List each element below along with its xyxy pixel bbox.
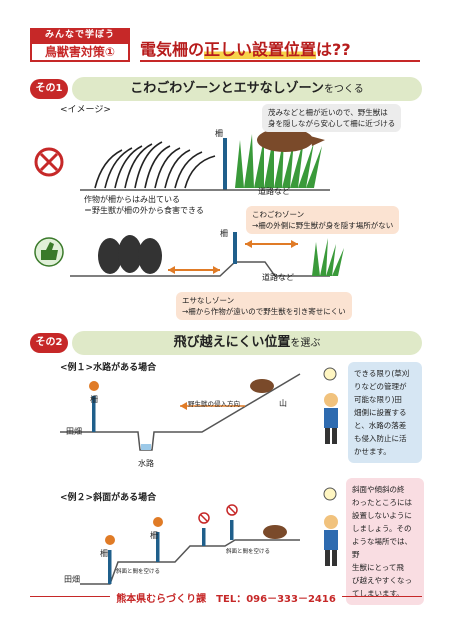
section2-title-main: 飛び越えにくい位置 xyxy=(173,335,291,350)
prohibited-icon xyxy=(34,147,64,177)
note-slope-line-8: てしまいます。 xyxy=(352,589,404,598)
ground-profile-1 xyxy=(60,373,301,451)
section1-badge: その1 xyxy=(30,79,68,99)
thumbs-up-icon xyxy=(34,237,64,267)
note-kowagowa-line-2: →柵の外側に野生獣が身を隠す場所がない xyxy=(252,221,394,230)
fence-post-ex2-c xyxy=(202,528,206,546)
grass-icon xyxy=(312,238,344,276)
note-waterway-line-4: 畑側に設置する xyxy=(354,408,407,417)
header-tag-big: 鳥獣害対策① xyxy=(30,42,130,62)
section1-title-small: をつくる xyxy=(323,84,364,95)
note-hiding-line-1: 茂みなどと柵が近いので、野生獣は xyxy=(268,108,388,117)
arrow-kowagowa xyxy=(245,240,298,248)
crop-rice-icon xyxy=(94,141,216,189)
title-pre: 電気柵の xyxy=(140,40,205,59)
thumbs-up-icon-ex2-b xyxy=(153,517,163,527)
section2-badge: その2 xyxy=(30,333,68,353)
lightbulb-icon-2 xyxy=(316,486,344,502)
note-waterway-line-2: りなどの管理が xyxy=(354,382,407,391)
section2-title: 飛び越えにくい位置を選ぶ xyxy=(72,331,422,355)
header-rule xyxy=(140,60,420,62)
title-post: は?? xyxy=(316,40,351,59)
note-waterway: できる限り(草刈 りなどの管理が 可能な限り)田 畑側に設置する と、水路の落差… xyxy=(348,362,422,463)
note-slope-line-1: 斜面や傾斜の終 xyxy=(352,485,405,494)
waterway-illustration xyxy=(60,373,301,451)
crop-tree-icon xyxy=(98,235,162,274)
section2-title-small: を選ぶ xyxy=(290,338,321,349)
fence-post-ex1 xyxy=(92,396,96,432)
lightbulb-icon-1 xyxy=(316,366,344,382)
note-slope-line-4: しましょう。その xyxy=(352,524,412,533)
fence-label-ex2-a: 柵 xyxy=(100,549,108,558)
boar-icon-ex1 xyxy=(250,379,274,393)
good-example-illustration xyxy=(34,232,344,277)
note-crops: 作物が柵からはみ出ている ＝野生獣が柵の外から食害できる xyxy=(84,194,204,216)
field-label-1: 田畑 xyxy=(66,427,82,436)
bad-example-illustration xyxy=(34,128,330,191)
farmer-icon-2 xyxy=(318,514,344,568)
fence-label-1: 柵 xyxy=(215,129,223,138)
note-crops-line-1: 作物が柵からはみ出ている xyxy=(84,195,180,204)
section1-title: こわごわゾーンとエサなしゾーンをつくる xyxy=(72,77,422,101)
fence-post-2 xyxy=(233,232,237,264)
arrow-esanashi xyxy=(168,266,220,274)
note-waterway-line-5: と、水路の落差 xyxy=(354,421,407,430)
example2-label: <例２>斜面がある場合 xyxy=(60,493,157,503)
footer-text: 熊本県むらづくり課 TEL：096－333－2416 xyxy=(110,594,342,605)
fence-label-ex2-b: 柵 xyxy=(150,531,158,540)
fence-post-1 xyxy=(223,138,227,190)
waterway-label: 水路 xyxy=(138,459,154,468)
note-slope: 斜面や傾斜の終 わったところには 設置しないように しましょう。その ような場所… xyxy=(346,478,424,605)
ground-line-2 xyxy=(70,261,330,277)
note-waterway-line-7: かせます。 xyxy=(354,447,391,456)
note-waterway-line-1: できる限り(草刈 xyxy=(354,369,410,378)
fence-post-ex2-a xyxy=(108,550,112,584)
boar-icon xyxy=(257,128,325,152)
invasion-arrow xyxy=(180,402,245,410)
note-slope-line-6: 生獣にとって飛 xyxy=(352,563,404,572)
fence-label-ex1: 柵 xyxy=(90,395,98,404)
page-title: 電気柵の正しい設置位置は?? xyxy=(140,36,351,60)
note-crops-line-2: ＝野生獣が柵の外から食害できる xyxy=(84,206,204,215)
field-label-2: 田畑 xyxy=(64,575,80,584)
prohibited-icon-ex2-c xyxy=(198,512,210,524)
gap-label-2: 斜面と間を空ける xyxy=(226,549,271,555)
section1-title-main: こわごわゾーンとエサなしゾーン xyxy=(130,81,324,96)
fence-post-ex2-d xyxy=(230,520,234,540)
note-waterway-line-6: も侵入防止に活 xyxy=(354,434,407,443)
note-esanashi: エサなしゾーン →柵から作物が遠いので野生獣を引き寄せにくい xyxy=(176,292,352,320)
farmer-icon-1 xyxy=(318,392,344,446)
note-esanashi-line-2: →柵から作物が遠いので野生獣を引き寄せにくい xyxy=(182,307,346,316)
note-slope-line-5: ような場所では、野 xyxy=(352,537,412,559)
note-slope-line-7: び越えやすくなっ xyxy=(352,576,412,585)
slope-illustration xyxy=(80,504,300,585)
gap-label-1: 斜面と間を空ける xyxy=(116,569,161,575)
waterway-water xyxy=(141,444,151,450)
thumbs-up-icon-ex2-a xyxy=(105,535,115,545)
note-slope-line-3: 設置しないように xyxy=(352,511,412,520)
bush-icon xyxy=(235,132,322,188)
note-esanashi-line-1: エサなしゾーン xyxy=(182,296,235,305)
road-label-1: 道路など xyxy=(258,187,290,196)
note-waterway-line-3: 可能な限り)田 xyxy=(354,395,402,404)
example1-label: <例１>水路がある場合 xyxy=(60,363,157,373)
title-highlight: 正しい設置位置 xyxy=(204,40,317,59)
thumbs-up-icon-ex1 xyxy=(89,381,99,391)
road-label-2: 道路など xyxy=(262,273,294,282)
note-slope-line-2: わったところには xyxy=(352,498,412,507)
note-hiding: 茂みなどと柵が近いので、野生獣は 身を隠しながら安心して柵に近づける xyxy=(262,104,402,132)
prohibited-icon-ex2-d xyxy=(226,504,238,516)
note-hiding-line-2: 身を隠しながら安心して柵に近づける xyxy=(268,119,396,128)
note-kowagowa: こわごわゾーン →柵の外側に野生獣が身を隠す場所がない xyxy=(246,206,400,234)
footer: 熊本県むらづくり課 TEL：096－333－2416 xyxy=(0,590,452,605)
image-label: <イメージ> xyxy=(60,105,111,115)
note-kowagowa-line-1: こわごわゾーン xyxy=(252,210,305,219)
boar-icon-ex2 xyxy=(263,525,287,539)
header-tag-small: みんなで学ぼう xyxy=(30,28,130,42)
fence-post-ex2-b xyxy=(156,532,160,562)
fence-label-2: 柵 xyxy=(220,229,228,238)
mountain-label: 山 xyxy=(279,399,287,408)
invasion-label: 野生獣の侵入方向 xyxy=(188,400,240,408)
